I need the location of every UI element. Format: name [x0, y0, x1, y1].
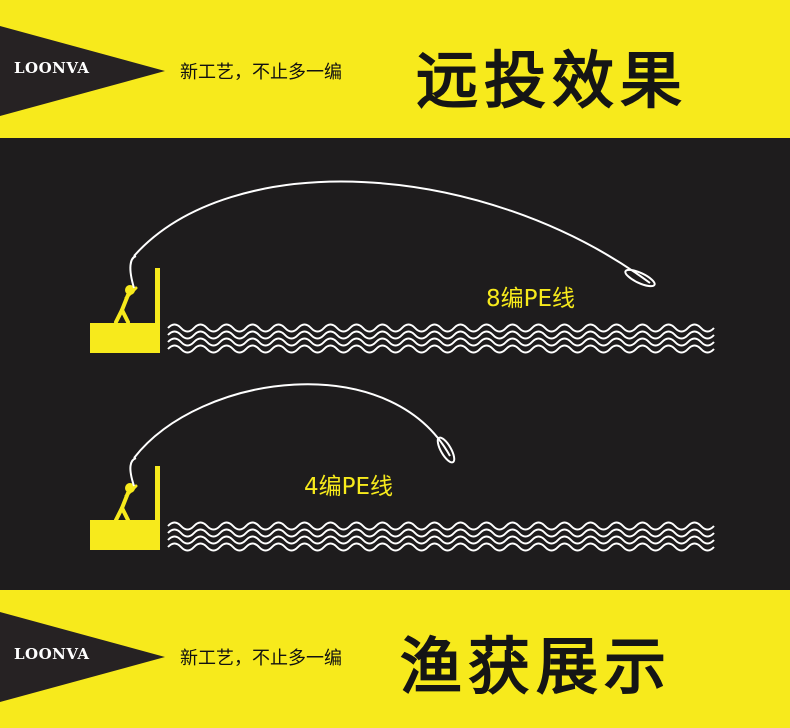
post-8 [155, 268, 160, 353]
wave-line [167, 344, 715, 354]
footer-tagline: 新工艺，不止多一编 [180, 648, 342, 669]
label-8-strand: 8编PE线 [486, 286, 576, 312]
pennant-shape [0, 26, 165, 116]
wave-line [167, 323, 715, 333]
brand-logo-bottom: LOONVA [14, 645, 90, 663]
platform-4 [90, 520, 158, 550]
header-band: LOONVA 新工艺，不止多一编 远投效果 [0, 0, 790, 138]
cast-arc-8 [133, 180, 651, 284]
rod-8 [129, 255, 137, 289]
waves-8 [167, 323, 715, 354]
rod-4 [129, 457, 137, 487]
casting-demo-panel: 8编PE线 4编PE线 [0, 138, 790, 590]
waves-4 [167, 521, 715, 552]
wave-line [167, 337, 715, 347]
header-tagline: 新工艺，不止多一编 [180, 62, 342, 83]
brand-pennant: LOONVA [0, 26, 165, 116]
footer-title: 渔获展示 [400, 630, 673, 703]
scene-8-strand [90, 180, 715, 354]
cast-arc-4 [133, 383, 451, 459]
angler-4-icon [114, 483, 138, 522]
wave-line [167, 330, 715, 340]
scene-4-strand [90, 383, 715, 552]
wave-line [167, 542, 715, 552]
label-4-strand: 4编PE线 [304, 474, 394, 500]
wave-line [167, 535, 715, 545]
wave-line [167, 521, 715, 531]
wave-line [167, 528, 715, 538]
lure-8-icon [624, 268, 656, 288]
casting-illustration [90, 180, 715, 552]
brand-pennant-bottom: LOONVA [0, 612, 165, 702]
brand-logo: LOONVA [14, 59, 90, 77]
angler-8-icon [114, 285, 138, 324]
footer-band: LOONVA 新工艺，不止多一编 渔获展示 [0, 590, 790, 728]
pennant-shape-bottom [0, 612, 165, 702]
header-title: 远投效果 [416, 44, 689, 117]
post-4 [155, 466, 160, 550]
platform-8 [90, 323, 158, 353]
lure-4-icon [436, 436, 456, 464]
